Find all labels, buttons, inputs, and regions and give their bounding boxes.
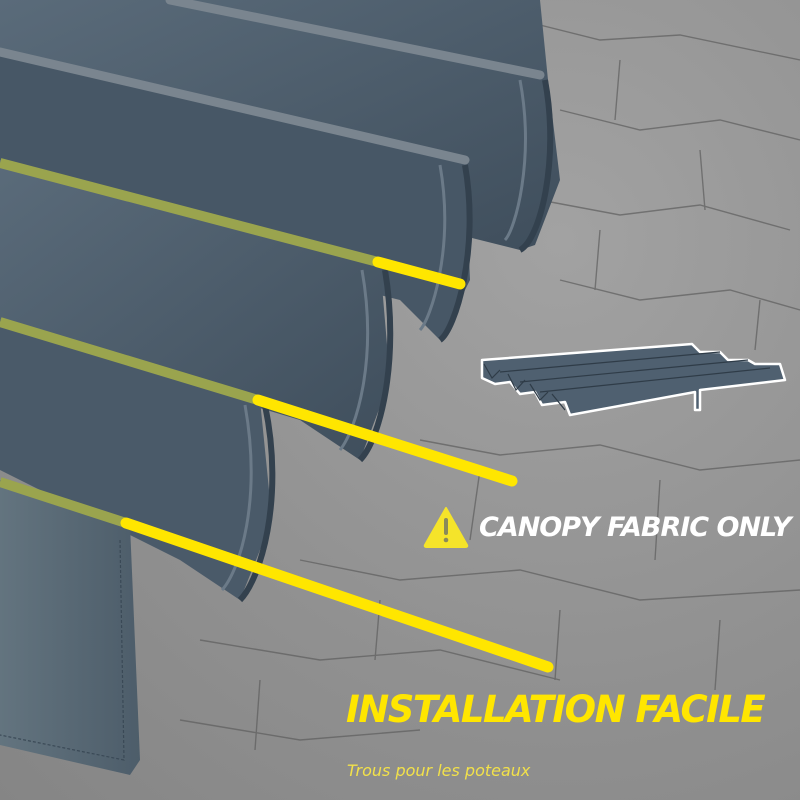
feature-title: INSTALLATION FACILE <box>346 688 766 731</box>
warning-text: CANOPY FABRIC ONLY <box>479 511 792 543</box>
feature-subtitle: Trous pour les poteaux <box>347 761 531 780</box>
warning-triangle-icon <box>423 507 469 548</box>
canopy-thumbnail <box>480 342 787 417</box>
canopy-only-warning: CANOPY FABRIC ONLY <box>423 506 792 548</box>
